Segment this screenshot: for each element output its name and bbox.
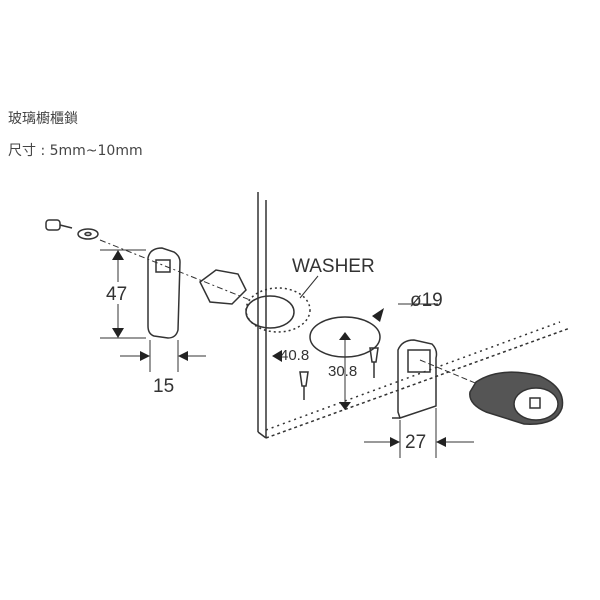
- lock-body-left: [147, 247, 181, 339]
- lock-cylinder-cap: [469, 371, 564, 425]
- dimension-27-label: 27: [405, 432, 426, 453]
- washer-label: WASHER: [292, 256, 375, 277]
- dimension-47-label: 47: [106, 284, 127, 305]
- lock-body-right: [392, 339, 438, 419]
- hex-nut: [199, 269, 247, 305]
- offset-40-8-label: 40.8: [280, 347, 309, 364]
- dimension-15-label: 15: [153, 376, 174, 397]
- pin-icon: [299, 371, 309, 400]
- product-size: 尺寸 : 5mm~10mm: [8, 143, 143, 159]
- dimension-27: 27: [364, 408, 474, 458]
- pin-icon: [369, 347, 379, 378]
- product-title: 玻璃櫥櫃鎖: [8, 111, 78, 127]
- dimension-47: 47: [100, 249, 146, 339]
- dimension-15: 15: [120, 340, 206, 397]
- hole-diameter-label: ø19: [410, 290, 443, 311]
- screw-icon: [45, 219, 99, 240]
- offset-30-8-label: 30.8: [328, 363, 357, 380]
- glass-panel: [257, 192, 571, 439]
